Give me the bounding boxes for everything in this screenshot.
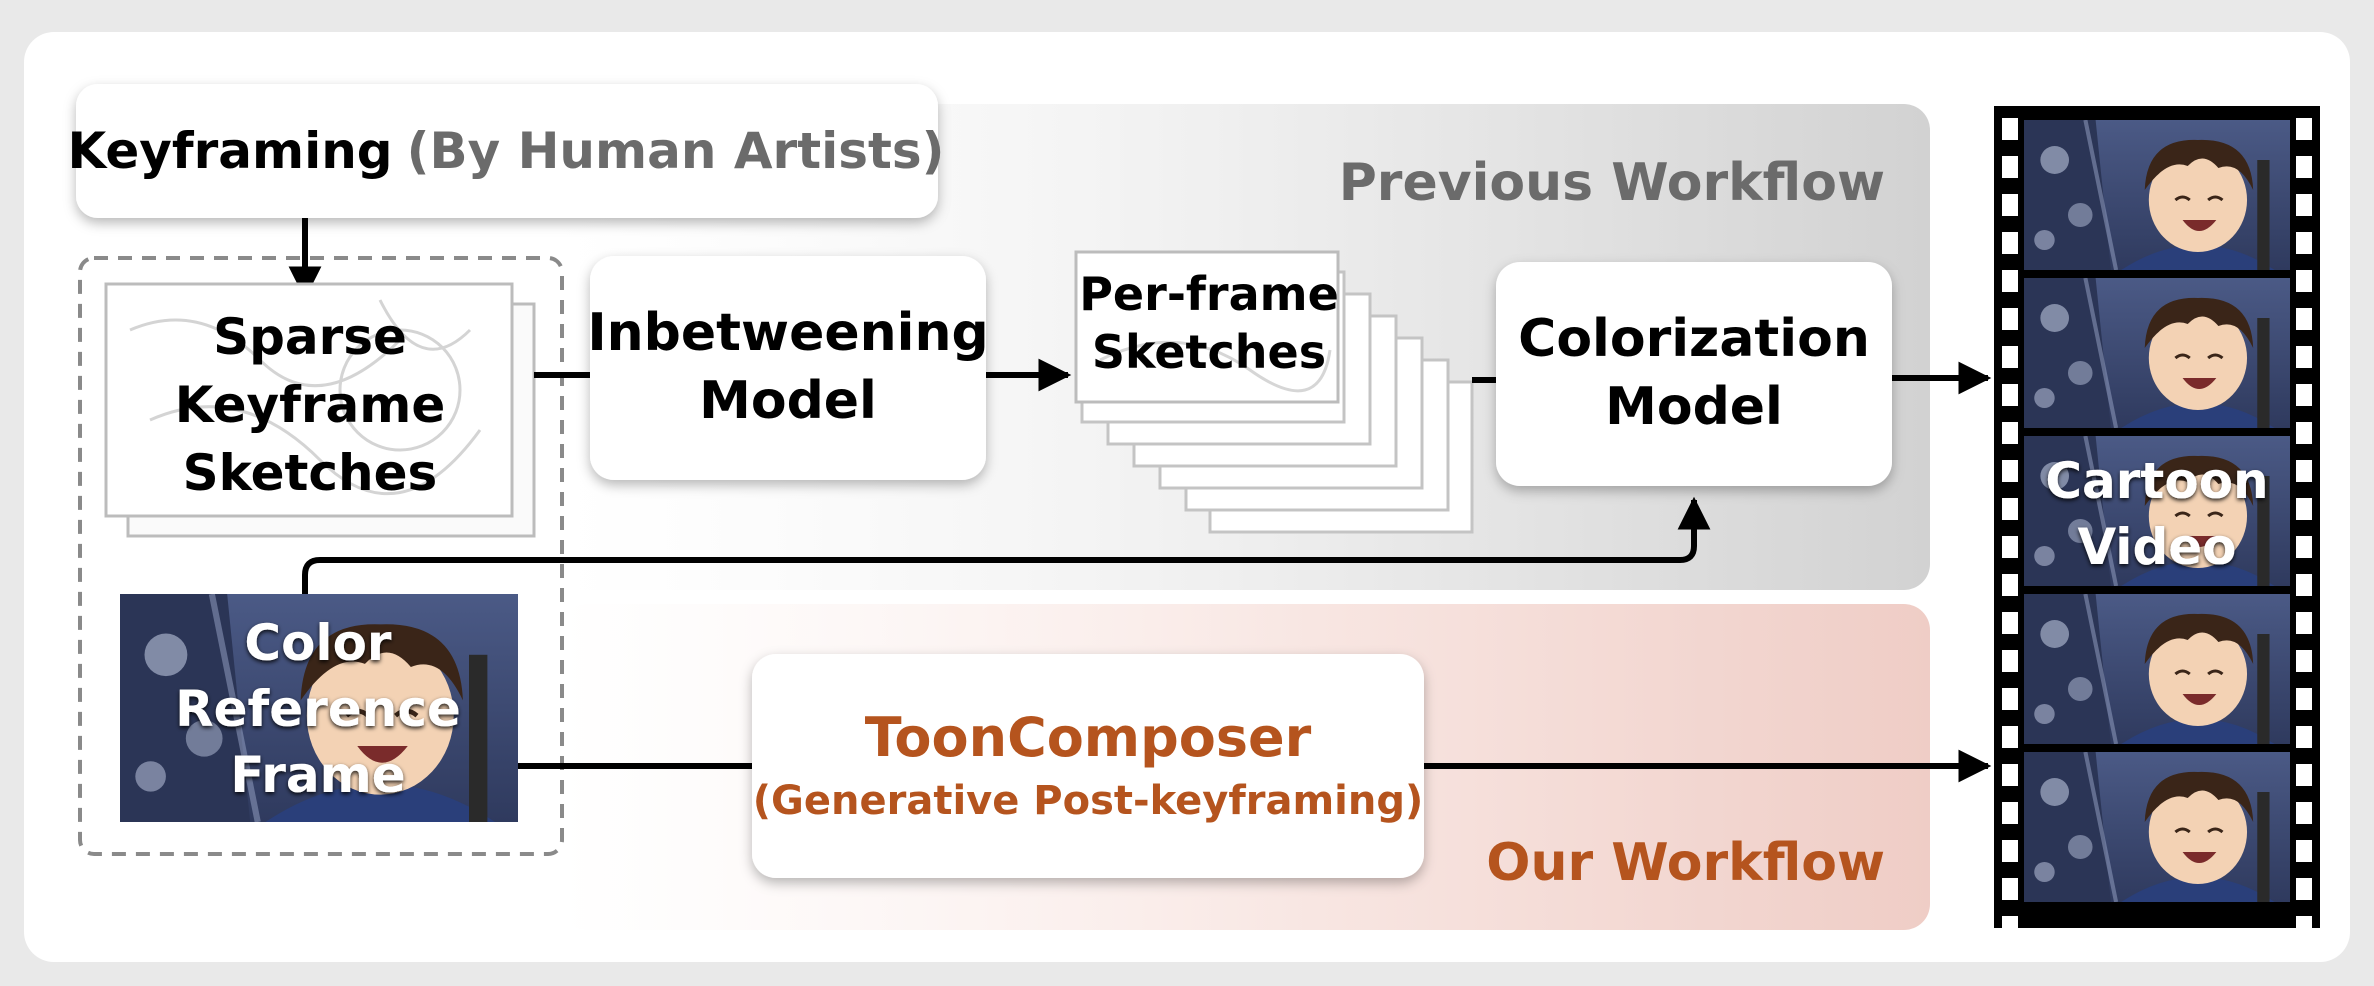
film-sprocket-hole [2296, 764, 2312, 786]
film-sprocket-hole [2296, 536, 2312, 558]
film-sprocket-hole [2002, 764, 2018, 786]
film-sprocket-hole [2296, 802, 2312, 824]
film-sprocket-hole [2002, 574, 2018, 596]
film-sprocket-hole [2296, 156, 2312, 178]
tooncomposer-subtitle: (Generative Post-keyframing) [753, 778, 1424, 824]
film-sprocket-hole [2296, 726, 2312, 748]
video-frame-2 [2024, 278, 2290, 428]
cartoon-video-label-line1: Cartoon [2045, 452, 2268, 510]
film-sprocket-hole [2296, 574, 2312, 596]
film-sprocket-hole [2296, 460, 2312, 482]
film-sprocket-hole [2002, 802, 2018, 824]
reference-label-line2: Reference [175, 680, 461, 738]
sparse-label-line2: Keyframe [175, 376, 446, 434]
film-sprocket-hole [2002, 194, 2018, 216]
film-sprocket-hole [2002, 156, 2018, 178]
per-frame-sketches: Per-frame Sketches [1074, 250, 1474, 534]
film-sprocket-hole [2002, 346, 2018, 368]
film-sprocket-hole [2002, 270, 2018, 292]
film-sprocket-hole [2002, 612, 2018, 634]
previous-workflow-title: Previous Workflow [1339, 153, 1885, 213]
film-sprocket-hole [2296, 308, 2312, 330]
cartoon-video-label-line2: Video [2077, 518, 2236, 576]
our-workflow-title: Our Workflow [1486, 833, 1885, 893]
cartoon-video-filmstrip: Cartoon Video [1994, 106, 2320, 938]
film-sprocket-hole [2296, 688, 2312, 710]
film-sprocket-hole [2002, 688, 2018, 710]
film-sprocket-hole [2296, 422, 2312, 444]
colorization-label-line1: Colorization [1518, 309, 1870, 369]
film-sprocket-hole [2296, 384, 2312, 406]
inbetweening-label-line2: Model [699, 371, 877, 431]
video-frame-5 [2024, 752, 2290, 902]
video-frame-1 [2024, 120, 2290, 270]
keyframing-box [76, 84, 938, 218]
sparse-label-line3: Sketches [183, 444, 438, 502]
film-sprocket-hole [2296, 878, 2312, 900]
inbetweening-model-box [590, 256, 986, 480]
colorization-model-box [1496, 262, 1892, 486]
colorization-label-line2: Model [1605, 377, 1783, 437]
film-sprocket-hole [2002, 840, 2018, 862]
keyframing-label: Keyframing(By Human Artists) [67, 122, 944, 180]
arrow-reference-to-colorization [302, 496, 1711, 598]
sparse-label-line1: Sparse [213, 308, 407, 366]
film-sprocket-hole [2002, 422, 2018, 444]
tooncomposer-box [752, 654, 1424, 878]
film-sprocket-hole [2002, 498, 2018, 520]
film-sprocket-hole [2296, 840, 2312, 862]
film-sprocket-hole [2296, 232, 2312, 254]
film-sprocket-hole [2296, 916, 2312, 938]
film-sprocket-hole [2296, 346, 2312, 368]
tooncomposer-title: ToonComposer [865, 706, 1312, 769]
sparse-keyframe-sketches: Sparse Keyframe Sketches [104, 282, 536, 538]
film-sprocket-hole [2296, 118, 2312, 140]
film-sprocket-hole [2296, 270, 2312, 292]
film-sprocket-hole [2002, 308, 2018, 330]
perframe-label-line2: Sketches [1092, 325, 1326, 379]
film-sprocket-hole [2002, 650, 2018, 672]
perframe-label-line1: Per-frame [1079, 267, 1339, 321]
film-sprocket-hole [2002, 460, 2018, 482]
color-reference-frame: Color Reference Frame [120, 594, 518, 822]
film-sprocket-hole [2296, 194, 2312, 216]
reference-label-line1: Color [244, 614, 392, 672]
film-sprocket-hole [2296, 650, 2312, 672]
input-group-dashed [78, 256, 564, 856]
film-sprocket-hole [2296, 612, 2312, 634]
video-frame-4 [2024, 594, 2290, 744]
film-sprocket-hole [2296, 498, 2312, 520]
film-sprockets-right [2296, 118, 2312, 938]
film-sprockets-left [2002, 118, 2018, 938]
film-sprocket-hole [2002, 384, 2018, 406]
film-sprocket-hole [2002, 878, 2018, 900]
film-sprocket-hole [2002, 726, 2018, 748]
reference-label-line3: Frame [230, 746, 405, 804]
inbetweening-label-line1: Inbetweening [587, 303, 988, 363]
film-sprocket-hole [2002, 232, 2018, 254]
film-sprocket-hole [2002, 118, 2018, 140]
film-sprocket-hole [2002, 916, 2018, 938]
film-sprocket-hole [2002, 536, 2018, 558]
